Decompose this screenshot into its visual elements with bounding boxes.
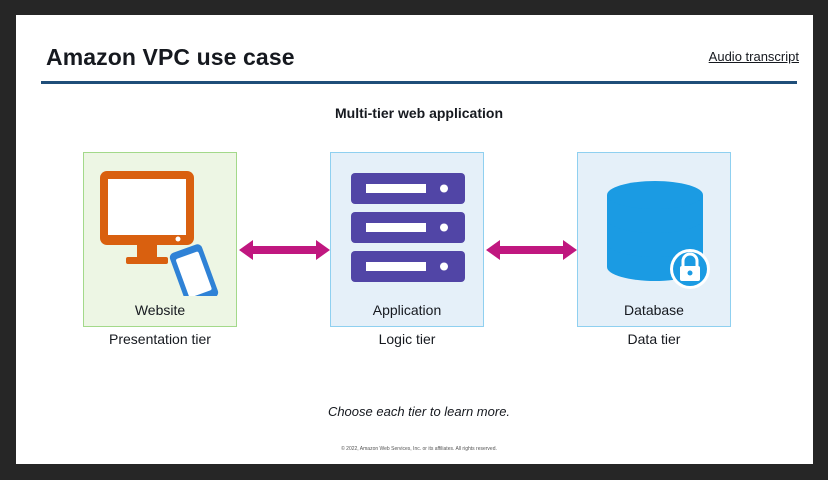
tier-label-database: Database (624, 302, 684, 318)
tier-card-database[interactable]: Database (577, 152, 731, 327)
tier-caption-data: Data tier (627, 331, 681, 347)
audio-transcript-link[interactable]: Audio transcript (708, 49, 799, 64)
server-stack-icon (351, 173, 465, 282)
diagram-subtitle: Multi-tier web application (334, 105, 503, 121)
tier-label-application: Application (372, 302, 442, 318)
page-title: Amazon VPC use case (46, 44, 295, 70)
title-divider (41, 81, 797, 84)
tier-caption-presentation: Presentation tier (109, 331, 211, 347)
tier-caption-logic: Logic tier (378, 331, 436, 347)
tier-label-website: Website (134, 302, 186, 318)
tier-card-application[interactable]: Application (330, 152, 484, 327)
copyright-text: © 2022, Amazon Web Services, Inc. or its… (341, 446, 497, 452)
instruction-text: Choose each tier to learn more. (327, 404, 511, 419)
tier-card-website[interactable]: Website (83, 152, 237, 327)
bidirectional-arrow-icon (486, 240, 577, 260)
bidirectional-arrow-icon (239, 240, 330, 260)
slide-panel: Amazon VPC use case Audio transcript Mul… (16, 15, 813, 464)
monitor-with-phone-icon (100, 171, 219, 296)
locked-database-icon (607, 181, 710, 289)
